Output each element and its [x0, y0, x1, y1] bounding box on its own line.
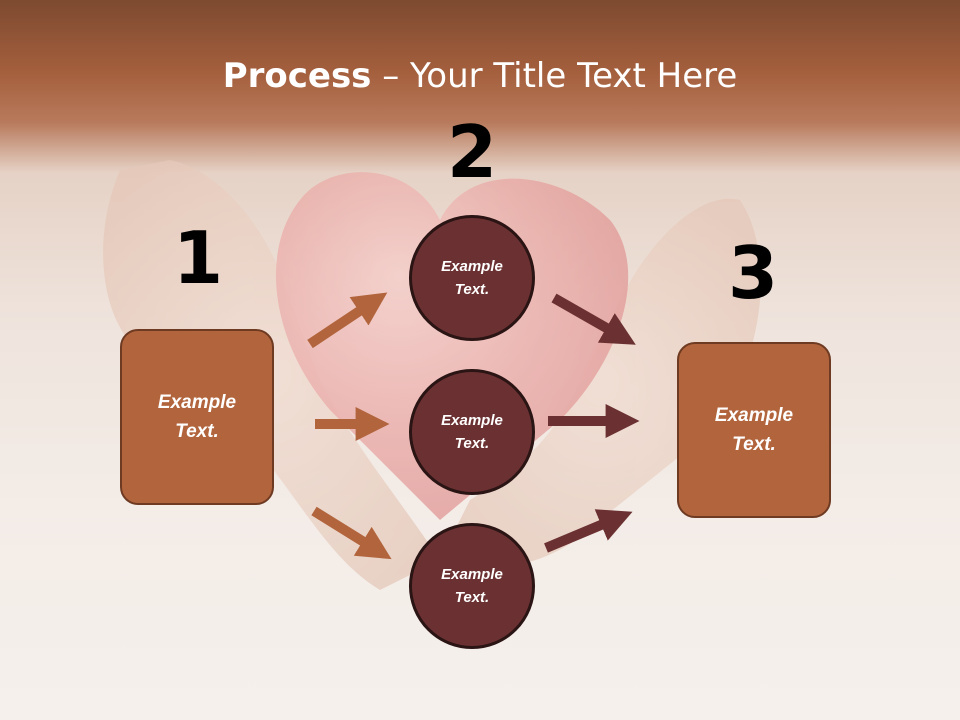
left-box-line1: Example — [157, 392, 237, 413]
step-number-1: 1 — [172, 216, 224, 300]
circle-middle-line2: Text. — [454, 435, 490, 452]
circle-middle-line1: Example — [441, 412, 503, 429]
title-rest: – Your Title Text Here — [371, 56, 738, 96]
right-process-box[interactable]: Example Text. — [677, 342, 831, 518]
right-box-line2: Text. — [732, 434, 776, 455]
slide-title: Process – Your Title Text Here — [0, 52, 960, 100]
circle-bottom-line2: Text. — [454, 589, 490, 606]
circle-top-line2: Text. — [454, 281, 490, 298]
circle-bottom-line1: Example — [441, 566, 503, 583]
step-number-3: 3 — [727, 231, 779, 315]
title-bold: Process — [222, 56, 372, 96]
right-hand-shape — [440, 198, 761, 568]
process-circle-middle[interactable]: Example Text. — [409, 369, 535, 495]
left-process-box[interactable]: Example Text. — [120, 329, 274, 505]
circle-top-line1: Example — [441, 258, 503, 275]
step-number-2: 2 — [446, 110, 498, 194]
process-circle-bottom[interactable]: Example Text. — [409, 523, 535, 649]
left-box-line2: Text. — [175, 421, 219, 442]
right-box-line1: Example — [714, 405, 794, 426]
process-circle-top[interactable]: Example Text. — [409, 215, 535, 341]
